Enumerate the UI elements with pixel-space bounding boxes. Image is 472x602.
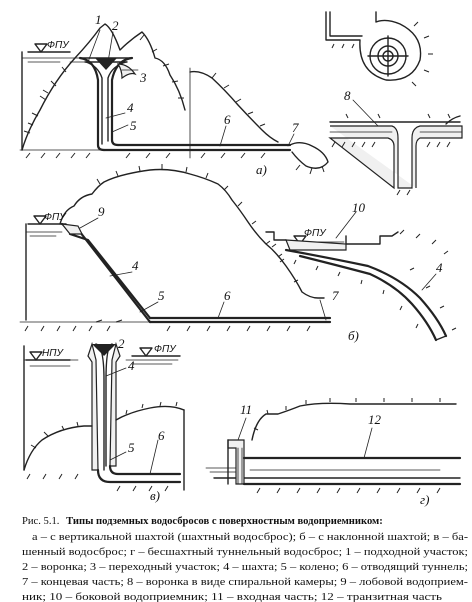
level-label-fpu: ФПУ: [154, 344, 177, 355]
panel-marker-g: г): [420, 492, 429, 507]
panel-marker-v: в): [150, 488, 160, 503]
panel-g-labels: 11 12 г): [240, 402, 429, 507]
label-8: 8: [344, 88, 351, 103]
label-1: 1: [95, 12, 102, 27]
panel-marker-b: б): [348, 328, 359, 343]
panel-b-side-intake: [265, 211, 457, 342]
panel-v-tower-spillway: [23, 341, 185, 492]
panel-a-spiral-chamber: [325, 11, 463, 196]
panel-a-vertical-shaft: [19, 23, 379, 175]
panel-g-tunnel-spillway: [205, 398, 462, 494]
panel-b-labels: ФПУ 9 4 5 6 7 10 4 ФПУ б): [44, 200, 443, 343]
label-5: 5: [130, 118, 137, 133]
label-10: 10: [352, 200, 366, 215]
label-7: 7: [292, 120, 299, 135]
panel-a-labels: ФПУ 1 2 3 4 5 6 7 8 а): [47, 12, 351, 177]
caption-line-1: а – с вертикальной шахтой (шахтный водос…: [32, 532, 469, 543]
label-12: 12: [368, 412, 382, 427]
label-4: 4: [128, 358, 135, 373]
panel-b-inclined-shaft: [19, 164, 332, 332]
label-11: 11: [240, 402, 252, 417]
figure-caption: Рис. 5.1. Типы подземных водосбросов с п…: [22, 516, 469, 602]
label-9: 9: [98, 204, 105, 219]
label-3: 3: [139, 70, 147, 85]
level-label-fpu-right: ФПУ: [304, 228, 327, 239]
label-6: 6: [158, 428, 165, 443]
caption-line-2: шенный водосброс; г – бесшахтный туннель…: [22, 547, 468, 558]
label-6: 6: [224, 288, 231, 303]
label-4-right: 4: [436, 260, 443, 275]
caption-line-5: ник; 10 – боковой водоприемник; 11 – вхо…: [22, 592, 442, 602]
label-4: 4: [127, 100, 134, 115]
label-2: 2: [112, 18, 119, 33]
label-5: 5: [158, 288, 165, 303]
caption-title: Типы подземных водосбросов с поверхностн…: [66, 516, 383, 527]
label-2: 2: [118, 336, 125, 351]
level-label-fpu-left: ФПУ: [44, 212, 67, 223]
panel-marker-a: а): [256, 162, 267, 177]
label-4: 4: [132, 258, 139, 273]
caption-line-4: 7 – концевая часть; 8 – воронка в виде с…: [22, 577, 469, 588]
caption-prefix: Рис. 5.1.: [22, 516, 59, 527]
level-label-fpu: ФПУ: [47, 40, 70, 51]
caption-title-line: Рис. 5.1. Типы подземных водосбросов с п…: [22, 516, 383, 527]
label-7: 7: [332, 288, 339, 303]
panel-v-labels: НПУ ФПУ 2 4 5 6 в): [42, 336, 177, 503]
label-6: 6: [224, 112, 231, 127]
label-5: 5: [128, 440, 135, 455]
caption-line-3: 2 – воронка; 3 – переходный участок; 4 –…: [22, 562, 468, 573]
level-label-npu: НПУ: [42, 348, 64, 359]
